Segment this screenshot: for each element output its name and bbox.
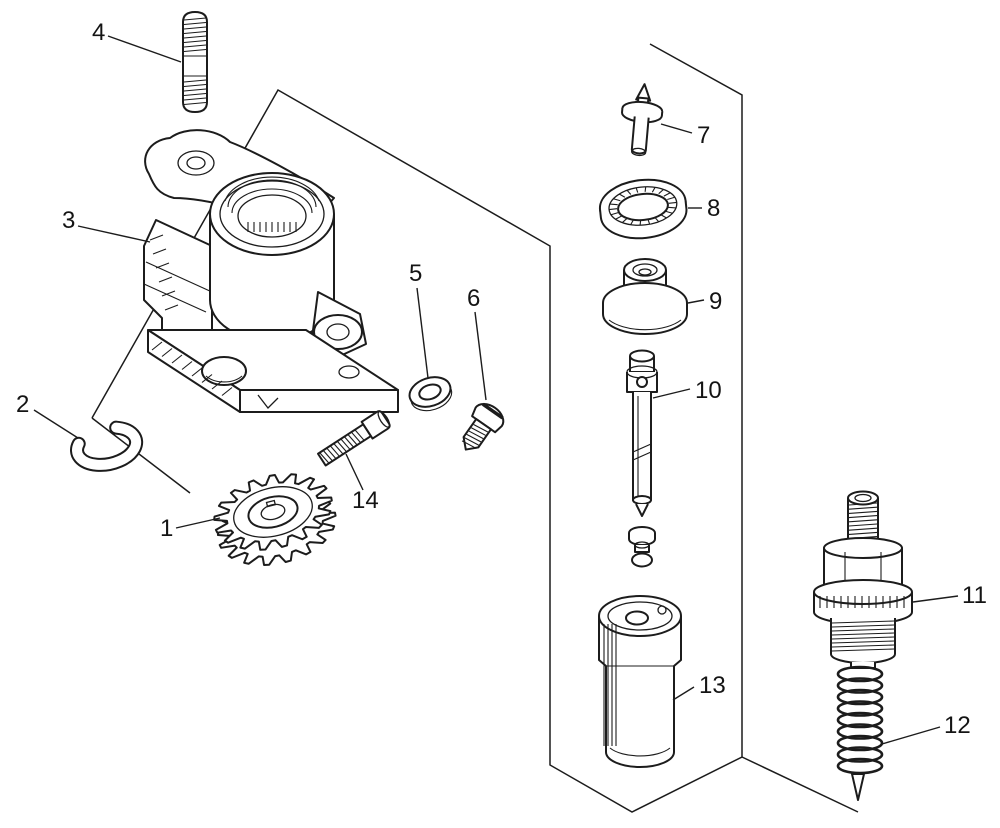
part-9-fitting (603, 259, 687, 334)
part-11-injector (814, 492, 912, 669)
callout-label-14: 14 (352, 487, 379, 514)
callout-label-9: 9 (709, 288, 722, 315)
part-7-valve (618, 82, 664, 157)
part-8-seal-ring (597, 176, 689, 243)
gear-hub (228, 479, 317, 545)
part-6-valve-screw (453, 402, 508, 459)
stud-thread-lines-bottom (184, 80, 206, 105)
callout-label-7: 7 (697, 122, 710, 149)
callout-label-8: 8 (707, 195, 720, 222)
callout-label-13: 13 (699, 672, 726, 699)
callout-label-2: 2 (16, 391, 29, 418)
bolt-thread-lines (320, 429, 365, 465)
part-5-washer (406, 372, 456, 415)
callouts: 1 2 3 4 5 6 7 8 9 10 11 12 13 14 (16, 19, 987, 745)
callout-label-6: 6 (467, 285, 480, 312)
injector-thread-lines (832, 621, 894, 651)
housing-hatching-left (150, 235, 178, 310)
barrel-hatching (604, 624, 616, 746)
injector-flange-hatching (820, 596, 904, 608)
callout-label-10: 10 (695, 377, 722, 404)
callout-label-1: 1 (160, 515, 173, 542)
part-4-stud (183, 12, 207, 112)
housing-bore-hatching (248, 222, 296, 232)
callout-label-4: 4 (92, 19, 105, 46)
callout-label-11: 11 (962, 582, 987, 609)
seal-face-hatching (607, 184, 679, 229)
callout-label-3: 3 (62, 207, 75, 234)
stud-thread-lines-top (184, 18, 206, 52)
part-14-bolt (316, 409, 392, 468)
part-2-lock-ring (70, 420, 144, 472)
screw-thread-lines (462, 423, 488, 450)
callout-label-12: 12 (944, 712, 971, 739)
housing-flange-hatching (152, 342, 232, 396)
callout-label-5: 5 (409, 260, 422, 287)
part-12-spring (836, 665, 884, 800)
spring-coils (836, 665, 884, 775)
part-13-barrel (599, 596, 681, 767)
panel-outline (91, 43, 859, 813)
part-3-housing (144, 130, 398, 412)
part-10-plunger (627, 351, 657, 567)
part-1-gear (206, 463, 343, 577)
